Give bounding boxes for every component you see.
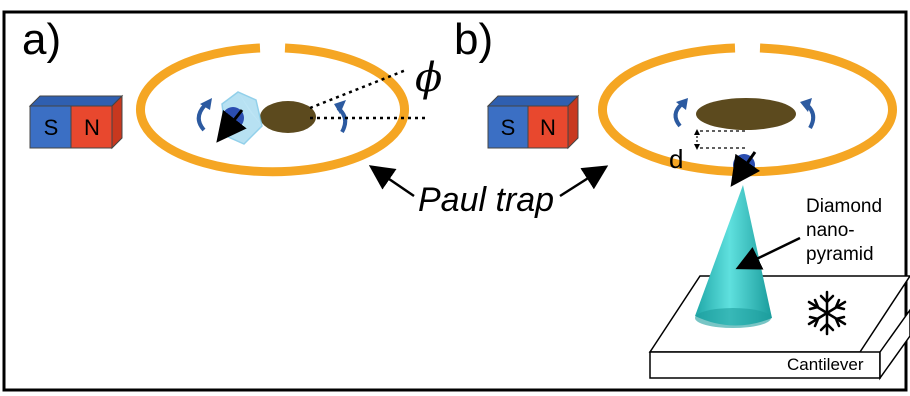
distance-label: d: [669, 144, 684, 174]
phi-label: ϕ: [415, 55, 443, 101]
particle-disk: [260, 101, 316, 133]
snowflake-icon: [807, 290, 847, 336]
nv-particle: [730, 151, 761, 187]
paul-trap-arrow: [559, 165, 609, 198]
paul-trap-arrow: [368, 165, 415, 198]
rotation-arrow-icon: [673, 102, 684, 128]
angle-line: [309, 68, 407, 110]
cantilever-block: [648, 275, 910, 381]
diamond-label-line: pyramid: [806, 244, 874, 265]
pyramid-arrow: [735, 236, 801, 270]
bar-magnet-icon: [28, 94, 124, 150]
diamond-nanopyramid-label: Diamond nano- pyramid: [806, 195, 906, 267]
cantilever-label: Cantilever: [787, 355, 864, 374]
paul-trap-label: Paul trap: [418, 181, 555, 219]
particle-disk: [696, 98, 796, 130]
crystal-particle: [216, 91, 263, 145]
magnet-north-label: N: [540, 115, 556, 140]
diamond-pyramid: [695, 185, 772, 328]
panel-b-label: b): [454, 15, 494, 64]
magnet-north-label: N: [84, 115, 100, 140]
figure-border: [2, 10, 908, 392]
bar-magnet-icon: [486, 94, 580, 150]
diamond-label-line: nano-: [806, 220, 855, 241]
magnet-south-label: S: [43, 115, 59, 140]
paul-trap-ring: [136, 43, 409, 177]
panel-a-label: a): [22, 15, 62, 64]
magnet-south-label: S: [500, 115, 516, 140]
rotation-arrow-icon: [196, 103, 207, 132]
diamond-label-line: Diamond: [806, 196, 883, 217]
